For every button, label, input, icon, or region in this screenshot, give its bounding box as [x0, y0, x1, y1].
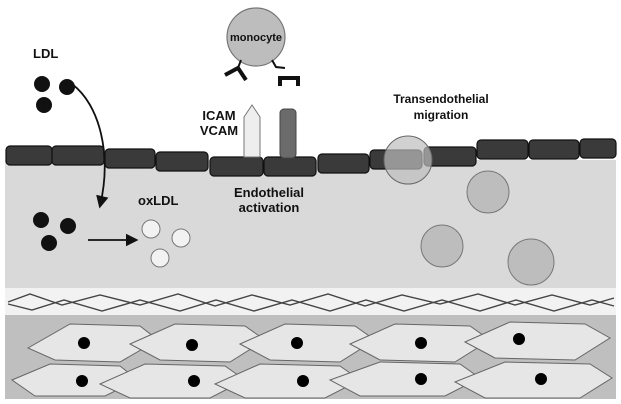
endothelial-cell	[5, 145, 53, 166]
nucleus	[188, 375, 200, 387]
migrating-monocyte	[383, 135, 433, 185]
icam-label: ICAM	[202, 108, 235, 123]
endothelial-cell	[104, 148, 156, 169]
nucleus	[186, 339, 198, 351]
intimal-ldl-particle	[41, 235, 57, 251]
ldl-particle	[36, 97, 52, 113]
icam-receptor	[243, 104, 261, 158]
endothelial-cell	[528, 139, 580, 160]
nucleus	[415, 373, 427, 385]
endothelial-cell	[317, 153, 370, 174]
endothelial-cell	[263, 156, 317, 177]
nucleus	[78, 337, 90, 349]
smooth-muscle-row-2	[10, 361, 613, 399]
monocyte-circle	[226, 7, 286, 67]
oxldl-particle	[141, 219, 161, 239]
ligand-right-head	[278, 76, 300, 86]
monocyte-label: monocyte	[230, 32, 282, 44]
intimal-monocyte	[420, 224, 464, 268]
endothelial-cell	[209, 156, 264, 177]
oxldl-particle	[150, 248, 170, 268]
ligand-right	[271, 59, 286, 69]
nuclei	[76, 333, 547, 387]
internal-elastic-lamina	[5, 288, 616, 315]
intimal-ldl-particle	[33, 212, 49, 228]
ldl-label: LDL	[33, 46, 58, 61]
transendothelial-migration-line2: migration	[414, 108, 469, 122]
smooth-muscle-cell	[463, 321, 611, 361]
oxldl-particle	[171, 228, 191, 248]
nucleus	[513, 333, 525, 345]
transendothelial-migration-line1: Transendothelial	[393, 92, 488, 106]
nucleus	[291, 337, 303, 349]
vcam-label: VCAM	[200, 123, 238, 138]
ldl-particle	[34, 76, 50, 92]
nucleus	[76, 375, 88, 387]
nucleus	[297, 375, 309, 387]
endothelial-cell	[51, 145, 105, 166]
ligand-left-head	[224, 65, 248, 82]
smooth-muscle-row-1	[26, 321, 611, 363]
oxldl-label: oxLDL	[138, 193, 179, 208]
nucleus	[535, 373, 547, 385]
smooth-muscle-cell	[453, 361, 613, 399]
ldl-particle	[59, 79, 75, 95]
endothelial-activation-line1: Endothelial	[234, 185, 304, 200]
elastic-fiber	[7, 293, 615, 307]
intimal-ldl-particle	[60, 218, 76, 234]
endothelial-activation-line2: activation	[239, 200, 300, 215]
intimal-monocyte	[507, 238, 555, 286]
vcam-receptor	[279, 108, 297, 159]
endothelial-cell	[476, 139, 529, 160]
intimal-monocyte	[466, 170, 510, 214]
endothelial-cell	[155, 151, 209, 172]
endothelial-cell	[579, 138, 617, 159]
ldl-entry-arrow	[71, 83, 109, 209]
nucleus	[415, 337, 427, 349]
elastic-fiber	[7, 299, 615, 312]
